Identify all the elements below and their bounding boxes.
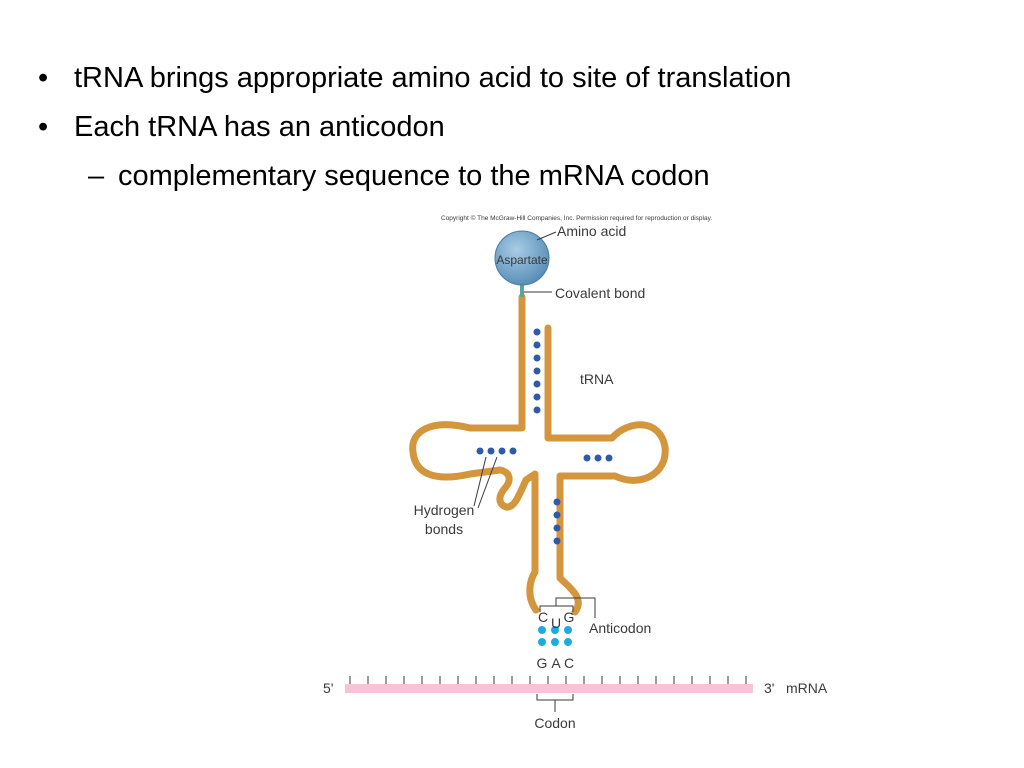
bullet-2-text: Each tRNA has an anticodon (74, 111, 445, 143)
anticodon-bracket (539, 597, 596, 618)
mrna-ticks (349, 676, 747, 684)
amino-acid-name: Aspartate (496, 253, 548, 267)
codon-base-3: C (564, 655, 574, 671)
codon-base-1: G (537, 655, 548, 671)
copyright-text: Copyright © The McGraw-Hill Companies, I… (441, 214, 712, 222)
anticodon-label: Anticodon (589, 620, 651, 636)
hydrogen-bonds-label-line2: bonds (425, 521, 463, 537)
sub-bullet-marker: – (88, 160, 105, 192)
leader-lines (473, 231, 557, 509)
anticodon-base-1: C (538, 609, 548, 625)
codon-anticodon-dots (538, 626, 572, 646)
bullet-marker: • (38, 62, 49, 94)
amino-acid-ball (494, 230, 550, 286)
codon-label: Codon (534, 715, 575, 731)
hydrogen-bond-dots (476, 328, 613, 545)
covalent-bond-label: Covalent bond (555, 285, 645, 301)
mrna-strand (345, 684, 753, 693)
anticodon-base-2: U (551, 615, 561, 631)
five-prime-label: 5' (323, 680, 333, 696)
bullet-marker: • (38, 111, 49, 143)
hydrogen-bonds-label-line1: Hydrogen (414, 502, 475, 518)
trna-strand (409, 293, 669, 616)
bullet-1-text: tRNA brings appropriate amino acid to si… (74, 62, 792, 94)
anticodon-base-3: G (564, 609, 575, 625)
codon-base-2: A (551, 655, 561, 671)
trna-label: tRNA (580, 371, 614, 387)
codon-bracket (536, 694, 574, 712)
sub-bullet-text: complementary sequence to the mRNA codon (118, 160, 710, 192)
mrna-label: mRNA (786, 680, 828, 696)
three-prime-label: 3' (764, 680, 774, 696)
amino-acid-label: Amino acid (557, 223, 626, 239)
